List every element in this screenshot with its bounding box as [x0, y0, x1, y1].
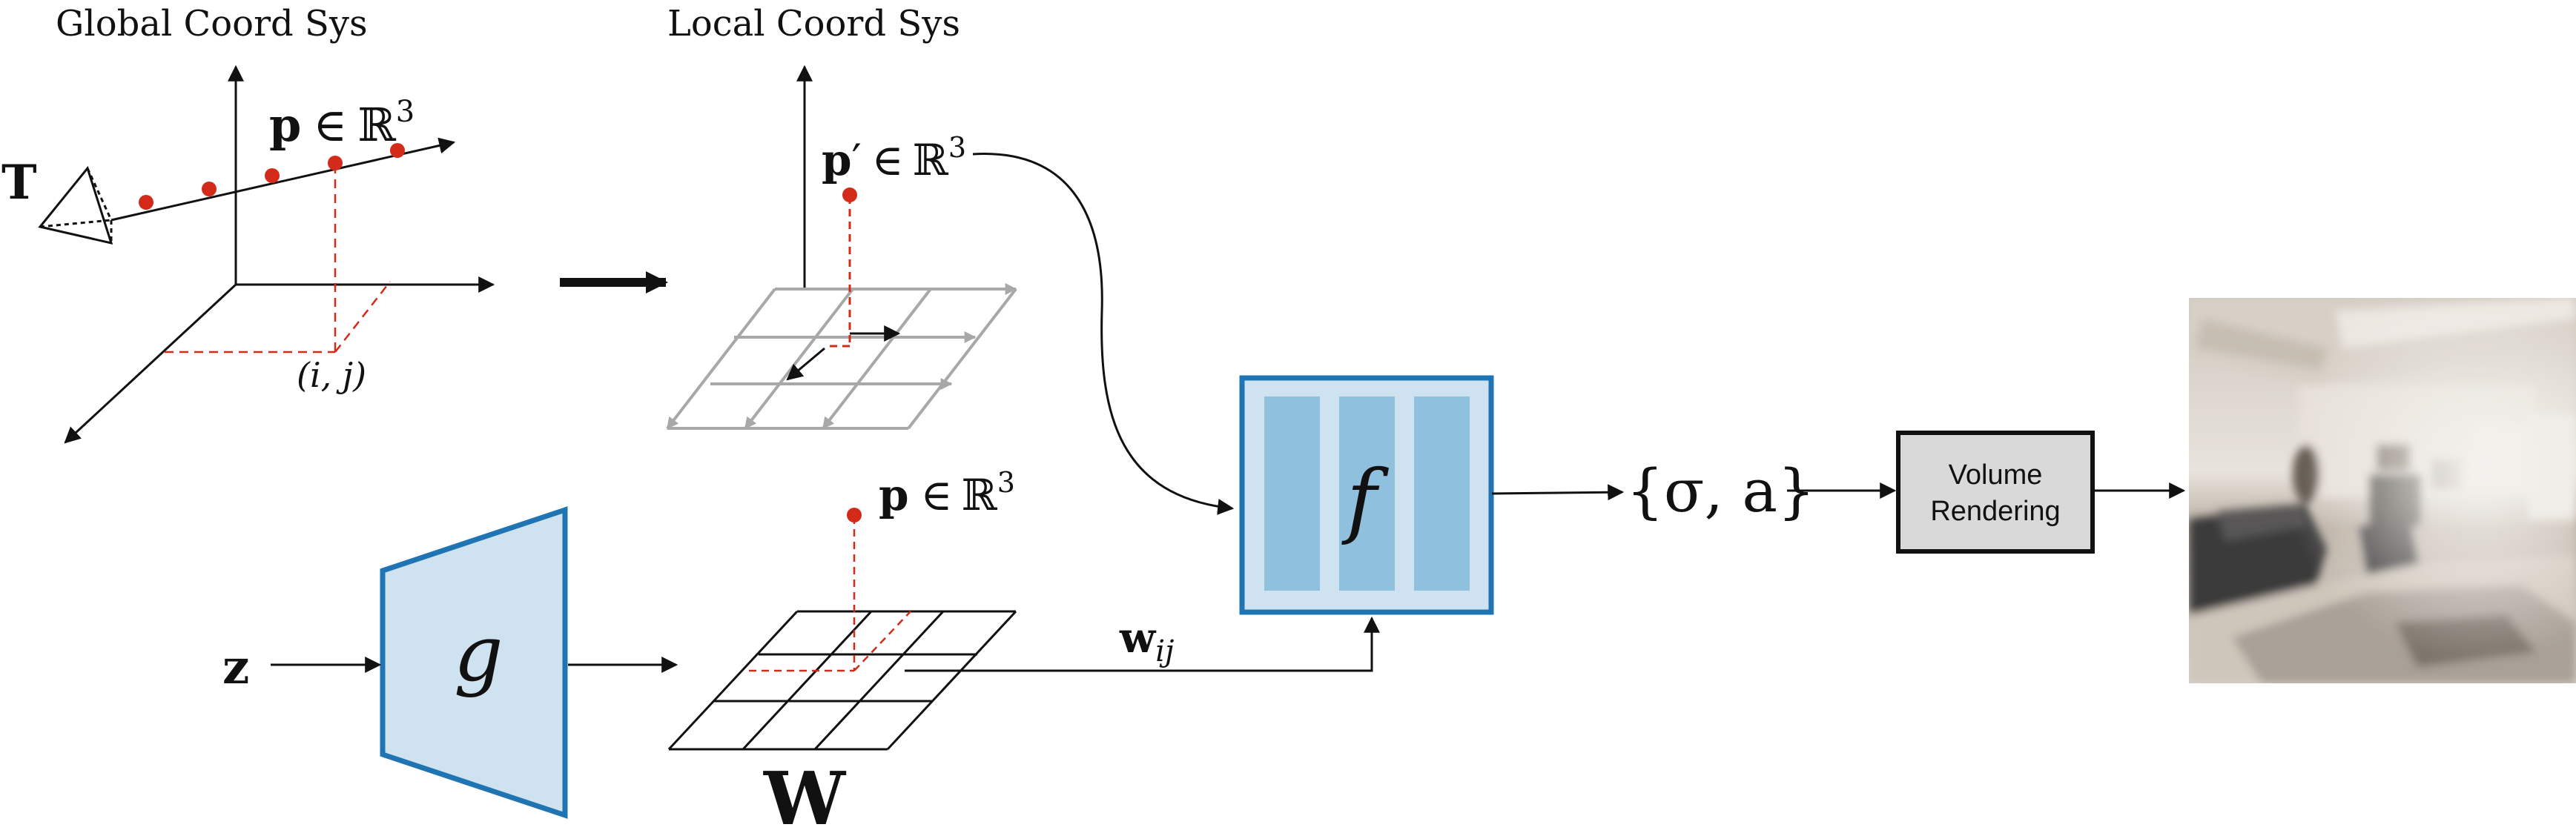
volume-rendering-line2: Rendering	[1930, 496, 2060, 527]
ray-point	[139, 195, 153, 210]
W-label: W	[763, 757, 847, 833]
W-point	[847, 508, 862, 522]
local-coord-system: p′∈ℝ3	[666, 64, 1017, 430]
ray-point	[202, 182, 217, 196]
feature-grid-W: p∈ℝ3 W	[667, 466, 1017, 833]
global-point-label: p∈ℝ3	[269, 95, 415, 152]
ray-point	[390, 143, 405, 158]
camera-icon	[38, 165, 113, 245]
network-layer	[1264, 396, 1320, 591]
volume-rendering-box: Volume Rendering	[1896, 431, 2095, 554]
global-axis-diag	[64, 283, 237, 444]
w-ij-label: wij	[1119, 614, 1174, 668]
generator-trapezoid	[380, 506, 568, 819]
W-point-label: p∈ℝ3	[879, 466, 1015, 520]
volume-rendering-line1: Volume	[1949, 459, 2043, 491]
network-f-block: f	[1239, 375, 1494, 615]
network-layer	[1339, 396, 1395, 591]
feature-grid-lines	[667, 610, 1017, 751]
w-ij-arrow	[905, 616, 1380, 672]
projection-dashes	[165, 165, 391, 354]
camera-pose-label: T	[1, 155, 37, 210]
f-to-output-arrow	[1491, 484, 1625, 501]
local-coord-title: Local Coord Sys	[667, 3, 960, 44]
network-layer	[1414, 396, 1470, 591]
W-point-projection	[749, 517, 911, 672]
local-grid-arrows	[666, 283, 1017, 430]
local-cell-axis-y	[786, 347, 825, 381]
generator-block: g	[380, 506, 568, 819]
local-point-label: p′∈ℝ3	[822, 131, 966, 185]
global-coord-system: T p∈ℝ3 (i, j)	[1, 64, 495, 444]
local-point	[842, 187, 857, 202]
ray-samples	[139, 143, 405, 210]
ray-point	[328, 156, 343, 170]
grid-index-label: (i, j)	[297, 355, 366, 395]
generator-label: g	[454, 608, 503, 699]
local-point-to-f-curve	[972, 153, 1235, 515]
global-coord-title: Global Coord Sys	[56, 3, 368, 44]
latent-z-label: z	[222, 640, 249, 695]
local-grid	[666, 288, 1017, 430]
density-appearance-label: {σ, a}	[1626, 457, 1815, 525]
ray-point	[265, 168, 280, 183]
local-projection	[825, 196, 851, 348]
rendered-room-image	[2189, 298, 2576, 683]
